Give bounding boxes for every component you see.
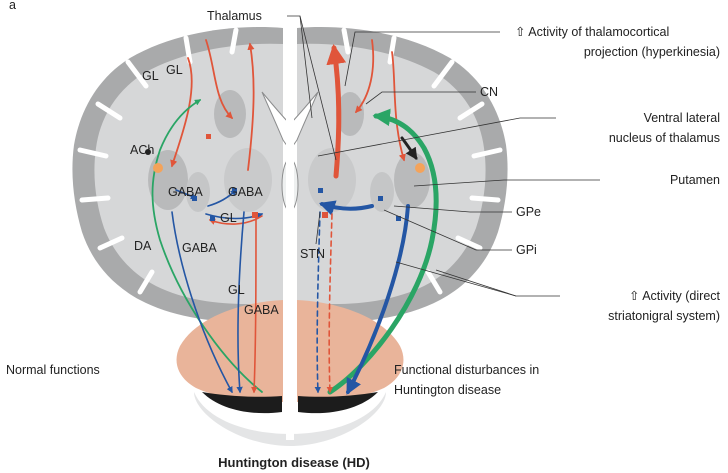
label-gl-3: GL <box>220 211 237 225</box>
label-putamen: Putamen <box>670 173 720 187</box>
label-activity-direct-2: striatonigral system) <box>608 309 720 323</box>
label-vln-2: nucleus of thalamus <box>609 131 720 145</box>
right-caption-1: Functional disturbances in <box>394 363 539 377</box>
right-caption-2: Huntington disease <box>394 383 501 397</box>
label-gpi: GPi <box>516 243 537 257</box>
label-ach: ACh <box>130 143 154 157</box>
putamen-right <box>394 152 430 208</box>
label-gaba-1: GABA <box>168 185 203 199</box>
label-gl-1: GL <box>142 69 159 83</box>
label-da: DA <box>134 239 152 253</box>
thalamus-right <box>308 148 356 212</box>
label-gaba-4: GABA <box>244 303 279 317</box>
label-gl-4: GL <box>228 283 245 297</box>
page-heading: a <box>9 0 16 12</box>
ach-interneuron <box>153 163 163 173</box>
label-activity-direct-1: ⇧ Activity (direct <box>629 289 721 303</box>
label-stn: STN <box>300 247 325 261</box>
label-gaba-3: GABA <box>182 241 217 255</box>
label-gpe: GPe <box>516 205 541 219</box>
label-gaba-2: GABA <box>228 185 263 199</box>
label-cn: CN <box>480 85 498 99</box>
label-vln-1: Ventral lateral <box>644 111 720 125</box>
label-activity-thalamocortical-2: projection (hyperkinesia) <box>584 45 720 59</box>
ach-interneuron-right <box>415 163 425 173</box>
label-thalamus: Thalamus <box>207 9 262 23</box>
left-caption: Normal functions <box>6 363 100 377</box>
thalamus-left <box>224 148 272 212</box>
diagram-title: Huntington disease (HD) <box>218 455 370 470</box>
label-gl-2: GL <box>166 63 183 77</box>
midline-gap <box>286 20 294 440</box>
label-activity-thalamocortical-1: ⇧ Activity of thalamocortical <box>515 25 669 39</box>
